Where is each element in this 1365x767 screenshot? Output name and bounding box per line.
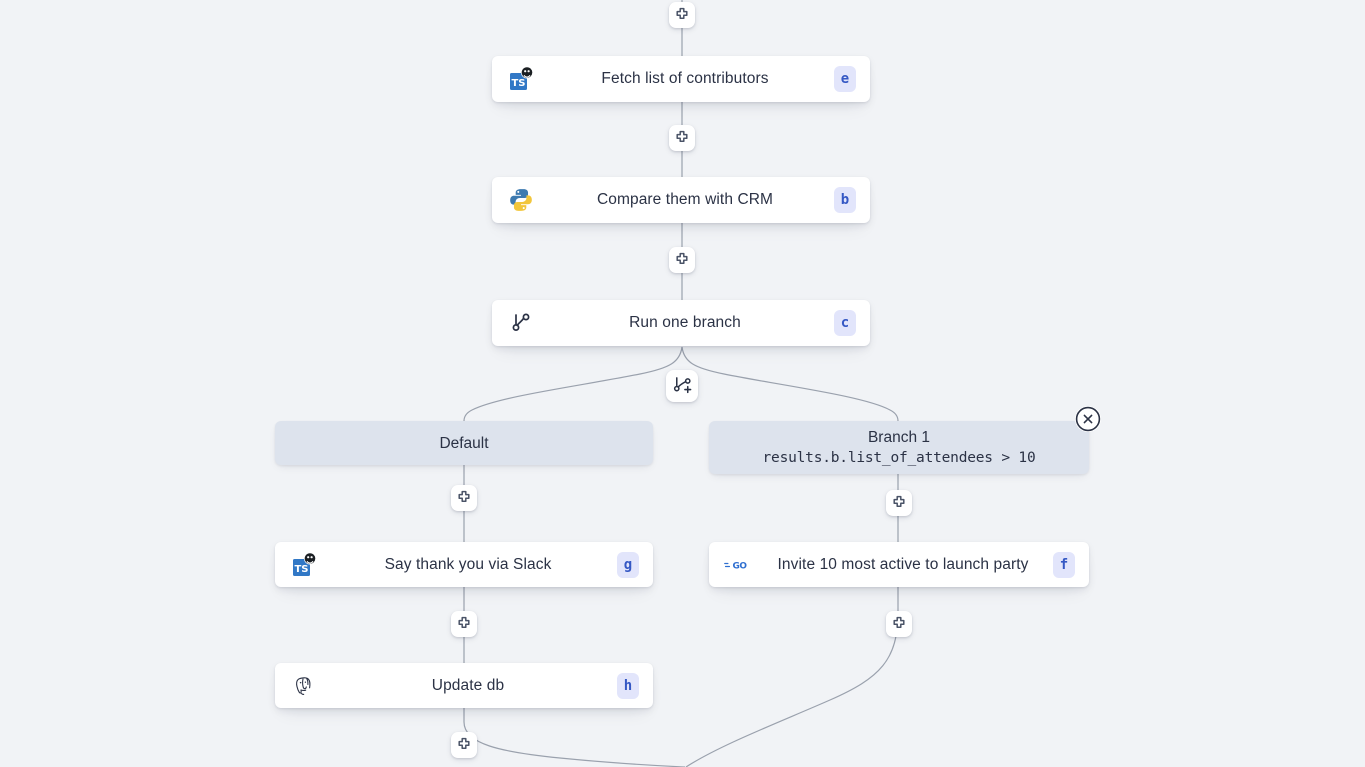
close-circle-icon	[1075, 406, 1101, 432]
branch-name: Branch 1	[867, 428, 931, 446]
plus-icon	[893, 495, 905, 507]
node-compare-them-with-crm[interactable]: Compare them with CRM b	[492, 177, 870, 223]
git-branch-icon	[506, 308, 536, 338]
plus-icon	[893, 616, 905, 628]
branch-label-default[interactable]: Default	[275, 421, 653, 465]
add-branch-icon	[673, 376, 691, 393]
golang-icon: GO	[723, 550, 753, 580]
edge-invite-merge	[685, 587, 899, 767]
add-step-button-after-slack[interactable]	[451, 611, 477, 637]
add-step-button-top[interactable]	[669, 2, 695, 28]
node-title: Run one branch	[629, 314, 741, 331]
node-badge[interactable]: e	[834, 66, 856, 92]
add-step-button-default-branch[interactable]	[451, 485, 477, 511]
node-title: Invite 10 most active to launch party	[777, 555, 1029, 573]
typescript-github-icon: TS	[506, 64, 536, 94]
node-badge[interactable]: h	[617, 672, 639, 699]
typescript-github-icon: TS	[289, 550, 319, 580]
node-title: Fetch list of contributors	[601, 70, 769, 87]
node-title: Say thank you via Slack	[384, 555, 552, 573]
svg-text:TS: TS	[511, 78, 525, 89]
node-badge[interactable]: b	[834, 187, 856, 213]
postgresql-icon	[289, 671, 319, 701]
plus-icon	[458, 616, 470, 628]
node-invite-10-most-active-to-launch-party[interactable]: GO Invite 10 most active to launch party…	[709, 542, 1089, 587]
plus-icon	[676, 252, 688, 264]
remove-branch-button[interactable]	[1075, 406, 1101, 432]
node-badge[interactable]: f	[1053, 551, 1075, 578]
node-title: Update db	[431, 676, 505, 694]
node-update-db[interactable]: Update db h	[275, 663, 653, 708]
node-fetch-list-of-contributors[interactable]: TS Fetch list of contributors e	[492, 56, 870, 102]
node-say-thank-you-via-slack[interactable]: TS Say thank you via Slack g	[275, 542, 653, 587]
branch-label-branch-1[interactable]: Branch 1 results.b.list_of_attendees > 1…	[709, 421, 1089, 474]
add-step-button-after-fetch[interactable]	[669, 125, 695, 151]
edge-branch-default	[463, 346, 683, 422]
add-branch-button[interactable]	[666, 370, 698, 402]
add-step-button-after-compare[interactable]	[669, 247, 695, 273]
add-step-button-after-invite[interactable]	[886, 611, 912, 637]
branch-condition: results.b.list_of_attendees > 10	[762, 449, 1036, 466]
plus-icon	[458, 490, 470, 502]
node-run-one-branch[interactable]: Run one branch c	[492, 300, 870, 346]
node-badge[interactable]: c	[834, 310, 856, 336]
branch-name: Default	[439, 434, 489, 452]
edge-branch-branch1	[681, 346, 899, 422]
add-step-button-after-updatedb[interactable]	[451, 732, 477, 758]
node-badge[interactable]: g	[617, 551, 639, 578]
python-icon	[506, 185, 536, 215]
plus-icon	[676, 130, 688, 142]
edge-updatedb-merge	[463, 708, 686, 767]
plus-icon	[458, 737, 470, 749]
svg-text:GO: GO	[732, 561, 747, 571]
node-title: Compare them with CRM	[596, 191, 774, 208]
add-step-button-branch-1[interactable]	[886, 490, 912, 516]
svg-text:TS: TS	[294, 564, 308, 575]
plus-icon	[676, 7, 688, 19]
